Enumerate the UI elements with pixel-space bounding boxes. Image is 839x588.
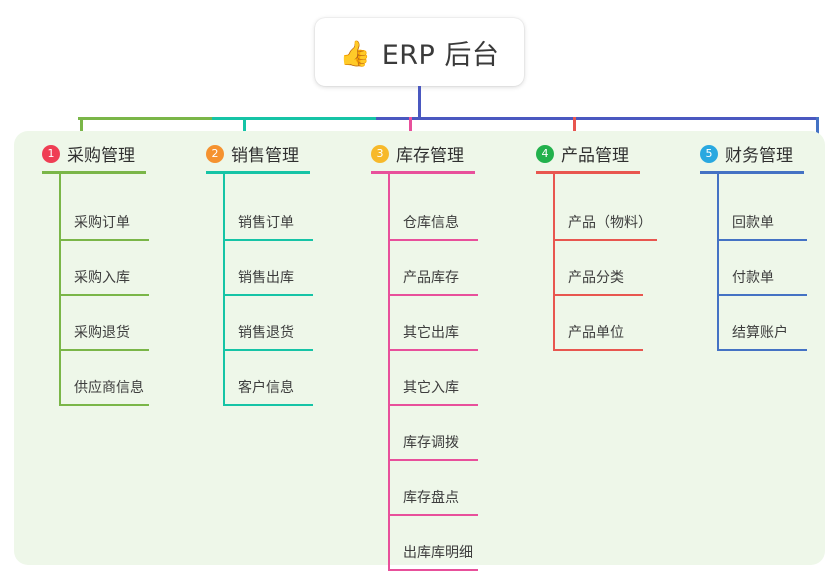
leaf-item-label: 产品分类: [568, 270, 624, 286]
leaf-item-label: 结算账户: [732, 325, 788, 341]
branch-badge-2: 2: [206, 144, 224, 163]
branch-badge-4: 4: [536, 144, 554, 163]
leaf-item-label: 销售退货: [238, 325, 294, 341]
leaf-item-rule: [717, 349, 807, 351]
leaf-item-rule: [388, 294, 478, 296]
branch-header-rule-4: [536, 171, 640, 174]
leaf-item-label: 产品（物料）: [568, 215, 652, 231]
leaf-item[interactable]: 采购退货: [59, 296, 149, 351]
leaf-item-rule: [59, 349, 149, 351]
connector-segment-2: [212, 117, 376, 120]
branch-spine-3: [388, 173, 390, 571]
branch-title-3: 库存管理: [396, 146, 464, 166]
root-node[interactable]: 👍 ERP 后台: [315, 18, 524, 86]
leaf-item-rule: [388, 239, 478, 241]
leaf-item[interactable]: 回款单: [717, 186, 807, 241]
branch-header-rule-3: [371, 171, 475, 174]
leaf-item-label: 销售出库: [238, 270, 294, 286]
leaf-item-rule: [553, 349, 643, 351]
branch-header-1[interactable]: 1 采购管理: [42, 141, 135, 166]
leaf-item[interactable]: 出库库明细: [388, 516, 478, 571]
branch-header-3[interactable]: 3 库存管理: [371, 141, 464, 166]
leaf-item[interactable]: 采购订单: [59, 186, 149, 241]
branch-spine-5: [717, 173, 719, 351]
leaf-item[interactable]: 付款单: [717, 241, 807, 296]
leaf-item-rule: [223, 404, 313, 406]
leaf-item-label: 出库库明细: [403, 545, 473, 561]
leaf-item[interactable]: 采购入库: [59, 241, 149, 296]
leaf-item-rule: [388, 349, 478, 351]
leaf-item-label: 库存调拨: [403, 435, 459, 451]
leaf-item-rule: [553, 294, 643, 296]
leaf-item-rule: [717, 294, 807, 296]
root-connector-stem: [418, 86, 421, 119]
leaf-item[interactable]: 产品分类: [553, 241, 643, 296]
connector-segment-3: [376, 117, 818, 120]
leaf-item-rule: [717, 239, 807, 241]
leaf-item-label: 库存盘点: [403, 490, 459, 506]
leaf-item-label: 回款单: [732, 215, 774, 231]
branch-header-4[interactable]: 4 产品管理: [536, 141, 629, 166]
leaf-item-rule: [388, 514, 478, 516]
leaf-item-rule: [388, 569, 478, 571]
leaf-item-label: 产品库存: [403, 270, 459, 286]
branch-header-rule-2: [206, 171, 310, 174]
leaf-item-label: 产品单位: [568, 325, 624, 341]
branch-header-rule-1: [42, 171, 146, 174]
leaf-item-rule: [388, 404, 478, 406]
leaf-item-rule: [223, 239, 313, 241]
leaf-item[interactable]: 产品库存: [388, 241, 478, 296]
root-node-content: 👍 ERP 后台: [340, 33, 500, 72]
leaf-item-label: 客户信息: [238, 380, 294, 396]
leaf-item-rule: [59, 404, 149, 406]
leaf-item-label: 供应商信息: [74, 380, 144, 396]
leaf-item-rule: [59, 294, 149, 296]
root-node-title: ERP 后台: [381, 39, 500, 71]
leaf-item-rule: [388, 459, 478, 461]
leaf-item-label: 采购入库: [74, 270, 130, 286]
leaf-item-rule: [553, 239, 657, 241]
leaf-item-label: 其它入库: [403, 380, 459, 396]
leaf-item[interactable]: 库存盘点: [388, 461, 478, 516]
branch-title-5: 财务管理: [725, 146, 793, 166]
leaf-item-label: 采购退货: [74, 325, 130, 341]
leaf-item[interactable]: 客户信息: [223, 351, 313, 406]
connector-segment-1: [78, 117, 212, 120]
leaf-item[interactable]: 产品（物料）: [553, 186, 657, 241]
leaf-item[interactable]: 结算账户: [717, 296, 807, 351]
thumbs-up-icon: 👍: [339, 38, 371, 68]
leaf-item[interactable]: 仓库信息: [388, 186, 478, 241]
leaf-item-rule: [223, 294, 313, 296]
leaf-item-rule: [223, 349, 313, 351]
branch-badge-5: 5: [700, 144, 718, 163]
leaf-item[interactable]: 销售出库: [223, 241, 313, 296]
leaf-item[interactable]: 供应商信息: [59, 351, 149, 406]
branch-spine-4: [553, 173, 555, 351]
leaf-item-label: 其它出库: [403, 325, 459, 341]
branch-header-rule-5: [700, 171, 804, 174]
leaf-item[interactable]: 其它入库: [388, 351, 478, 406]
leaf-item[interactable]: 库存调拨: [388, 406, 478, 461]
branch-badge-1: 1: [42, 144, 60, 163]
leaf-item[interactable]: 销售退货: [223, 296, 313, 351]
leaf-item-label: 采购订单: [74, 215, 130, 231]
leaf-item[interactable]: 产品单位: [553, 296, 643, 351]
leaf-item-rule: [59, 239, 149, 241]
branch-title-4: 产品管理: [561, 146, 629, 166]
leaf-item-label: 付款单: [732, 270, 774, 286]
leaf-item-label: 仓库信息: [403, 215, 459, 231]
branch-header-5[interactable]: 5 财务管理: [700, 141, 793, 166]
branch-title-2: 销售管理: [231, 146, 299, 166]
branch-spine-1: [59, 173, 61, 406]
branch-badge-3: 3: [371, 144, 389, 163]
branch-header-2[interactable]: 2 销售管理: [206, 141, 299, 166]
branches-panel: 1 采购管理采购订单采购入库采购退货供应商信息 2 销售管理销售订单销售出库销售退货客…: [14, 131, 825, 571]
leaf-item-label: 销售订单: [238, 215, 294, 231]
branch-title-1: 采购管理: [67, 146, 135, 166]
leaf-item[interactable]: 其它出库: [388, 296, 478, 351]
leaf-item[interactable]: 销售订单: [223, 186, 313, 241]
branch-spine-2: [223, 173, 225, 406]
